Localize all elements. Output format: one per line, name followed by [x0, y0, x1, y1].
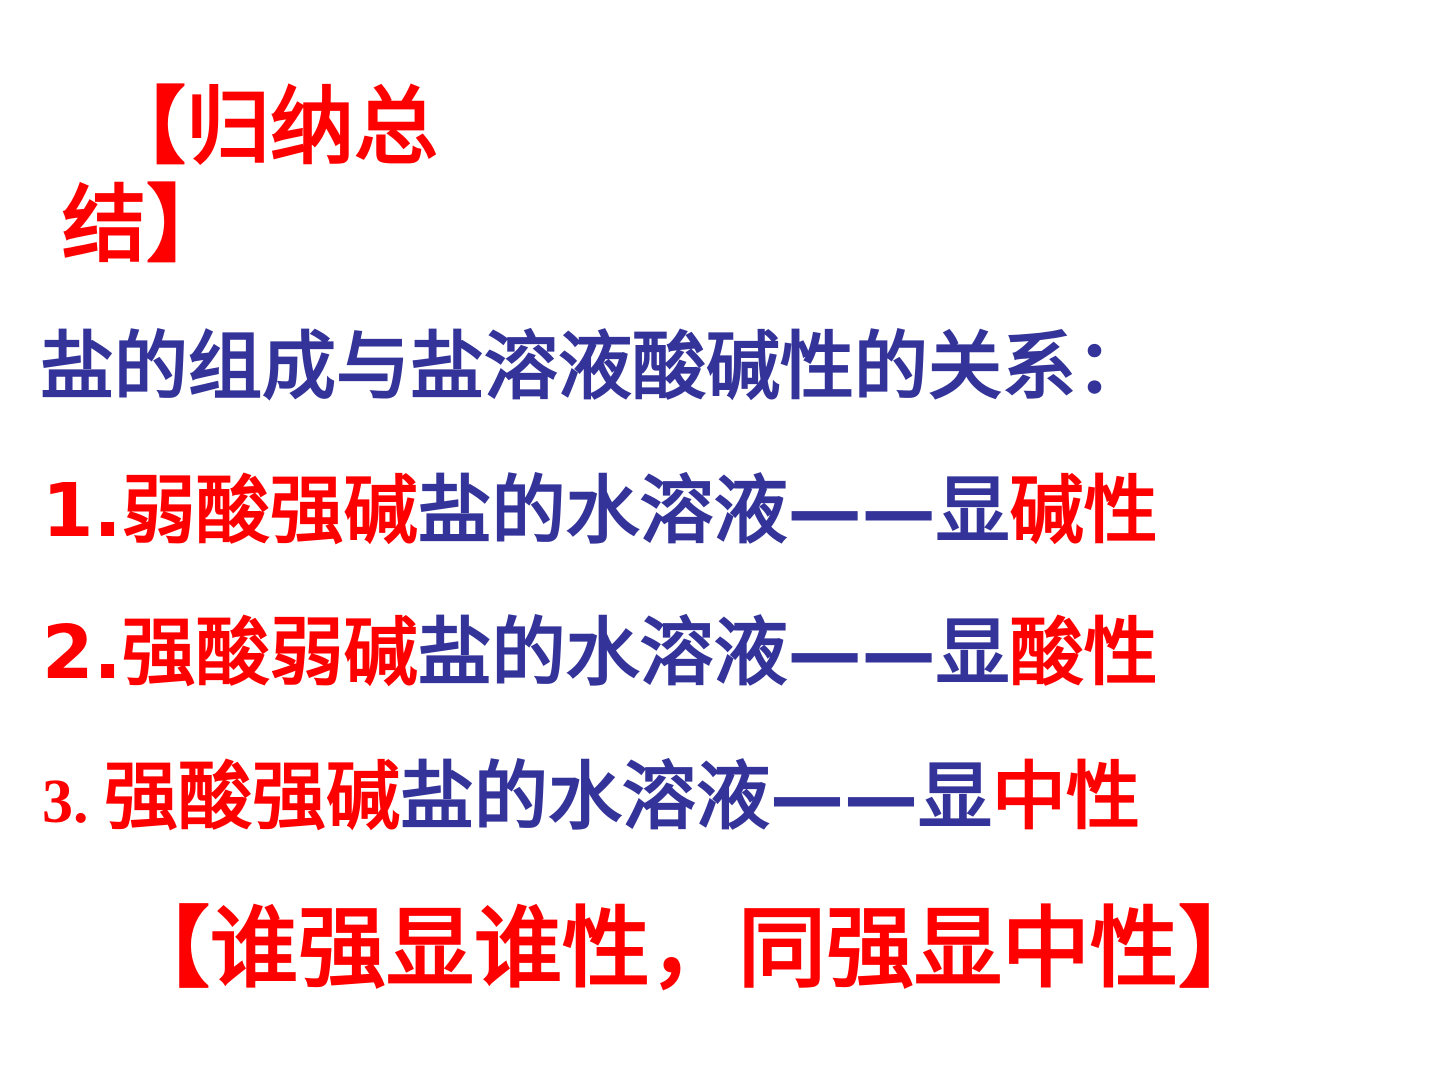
rule-middle-text: 盐的水溶液——显	[417, 468, 1010, 554]
rule-salt-type: 强酸强碱	[104, 754, 400, 840]
rule-property: 中性	[992, 754, 1140, 840]
rule-middle-text: 盐的水溶液——显	[417, 610, 1010, 696]
summary-heading: 【归纳总 结】	[62, 78, 442, 274]
rule-item-3: 3. 强酸强碱盐的水溶液——显中性	[42, 752, 1140, 847]
rule-item-2: 2.强酸弱碱盐的水溶液——显酸性	[42, 608, 1158, 698]
summary-mnemonic: 【谁强显谁性，同强显中性】	[122, 897, 1267, 1000]
rule-middle-text: 盐的水溶液——显	[400, 754, 992, 840]
rule-number: 3.	[42, 768, 104, 836]
rule-item-1: 1.弱酸强碱盐的水溶液——显碱性	[42, 466, 1158, 556]
rule-property: 碱性	[1009, 468, 1158, 554]
rule-number: 1.	[42, 468, 122, 554]
rule-property: 酸性	[1009, 610, 1158, 696]
rule-salt-type: 弱酸强碱	[121, 468, 418, 554]
rule-salt-type: 强酸弱碱	[121, 610, 418, 696]
summary-heading-line1: 【归纳总	[102, 78, 439, 176]
intro-text: 盐的组成与盐溶液酸碱性的关系：	[40, 324, 1150, 410]
summary-heading-line2: 结】	[62, 176, 231, 274]
rule-number: 2.	[42, 610, 122, 696]
